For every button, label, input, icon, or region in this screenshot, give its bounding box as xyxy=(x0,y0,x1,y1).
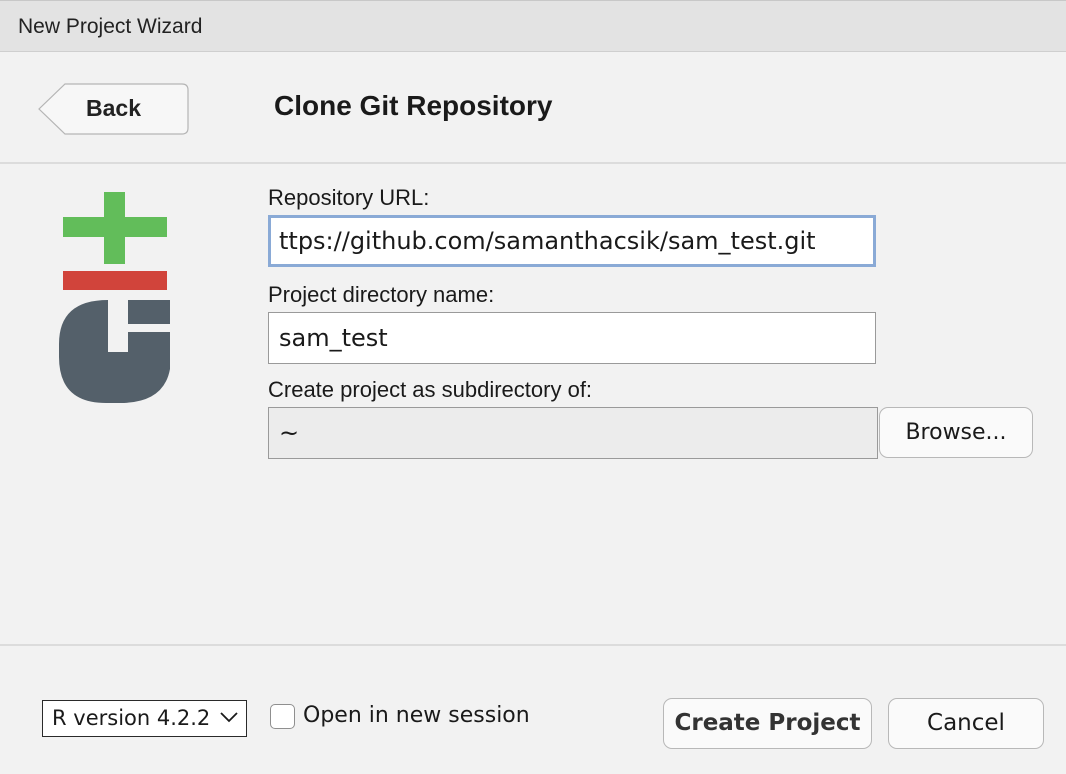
dir-name-label: Project directory name: xyxy=(268,282,495,307)
window-title: New Project Wizard xyxy=(18,15,203,38)
open-new-session-label[interactable]: Open in new session xyxy=(303,703,530,728)
git-minus xyxy=(63,271,167,290)
page-title: Clone Git Repository xyxy=(274,90,553,121)
git-g-shape xyxy=(59,300,170,403)
window-titlebar: New Project Wizard xyxy=(0,0,1066,52)
git-logo-icon xyxy=(59,192,170,403)
git-plus-horizontal xyxy=(63,217,167,237)
cancel-button[interactable]: Cancel xyxy=(888,698,1044,749)
wizard-content: Repository URL: Project directory name: … xyxy=(0,164,1066,644)
git-g-top xyxy=(128,300,170,324)
chevron-down-icon xyxy=(220,712,238,723)
create-project-button[interactable]: Create Project xyxy=(663,698,872,749)
subdir-path-field[interactable] xyxy=(268,407,878,459)
wizard-footer: R version 4.2.2 Open in new session Crea… xyxy=(0,644,1066,774)
back-button-shape xyxy=(38,83,189,135)
open-new-session-checkbox[interactable] xyxy=(270,704,295,729)
r-version-value: R version 4.2.2 xyxy=(52,706,211,730)
back-button-label: Back xyxy=(86,95,141,121)
subdir-label: Create project as subdirectory of: xyxy=(268,377,593,402)
browse-button[interactable]: Browse... xyxy=(879,407,1033,458)
r-version-select[interactable]: R version 4.2.2 xyxy=(42,700,247,737)
repo-url-input[interactable] xyxy=(268,215,876,267)
back-button[interactable]: Back xyxy=(38,83,189,135)
wizard-header: Back Clone Git Repository xyxy=(0,52,1066,164)
dir-name-input[interactable] xyxy=(268,312,876,364)
repo-url-label: Repository URL: xyxy=(268,185,430,210)
